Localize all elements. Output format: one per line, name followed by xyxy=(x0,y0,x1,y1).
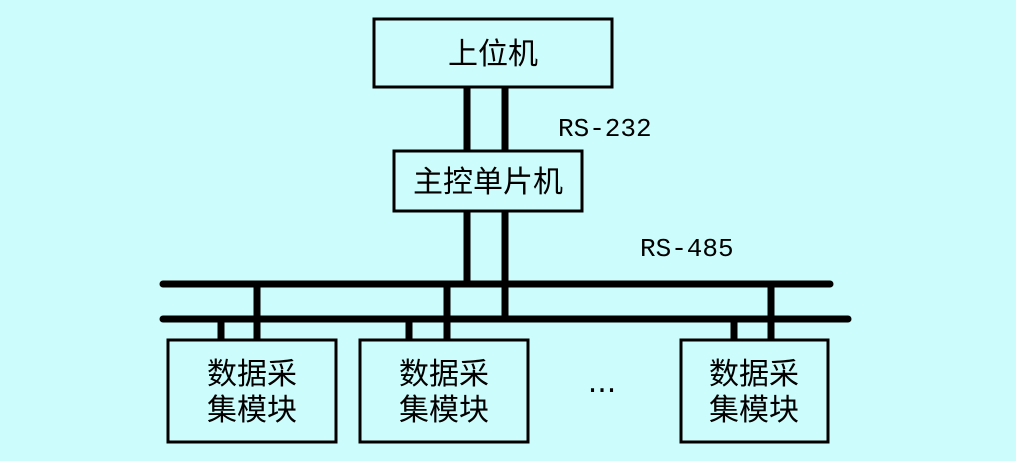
module-3-box xyxy=(679,338,830,444)
master-box xyxy=(392,149,584,213)
module-2-label-line2: 集模块 xyxy=(399,393,489,428)
ellipsis: ... xyxy=(588,365,617,400)
host-node: 上位机 xyxy=(372,17,614,89)
module-2-box xyxy=(358,338,530,444)
module-1-box xyxy=(166,338,338,444)
master-node: 主控单片机 xyxy=(392,149,584,213)
rs232-label: RS-232 xyxy=(558,114,652,144)
module-1-label-line1: 数据采 xyxy=(207,357,297,392)
host-box xyxy=(372,17,614,89)
module-3: 数据采 集模块 xyxy=(679,284,830,444)
module-2-label-line1: 数据采 xyxy=(399,357,489,392)
module-2: 数据采 集模块 xyxy=(358,284,530,444)
module-1-label-line2: 集模块 xyxy=(207,393,297,428)
host-label: 上位机 xyxy=(448,37,538,72)
module-3-label-line1: 数据采 xyxy=(709,357,799,392)
module-1: 数据采 集模块 xyxy=(166,284,338,444)
master-label: 主控单片机 xyxy=(413,165,563,200)
rs485-label: RS-485 xyxy=(640,234,734,264)
module-3-label-line2: 集模块 xyxy=(709,393,799,428)
